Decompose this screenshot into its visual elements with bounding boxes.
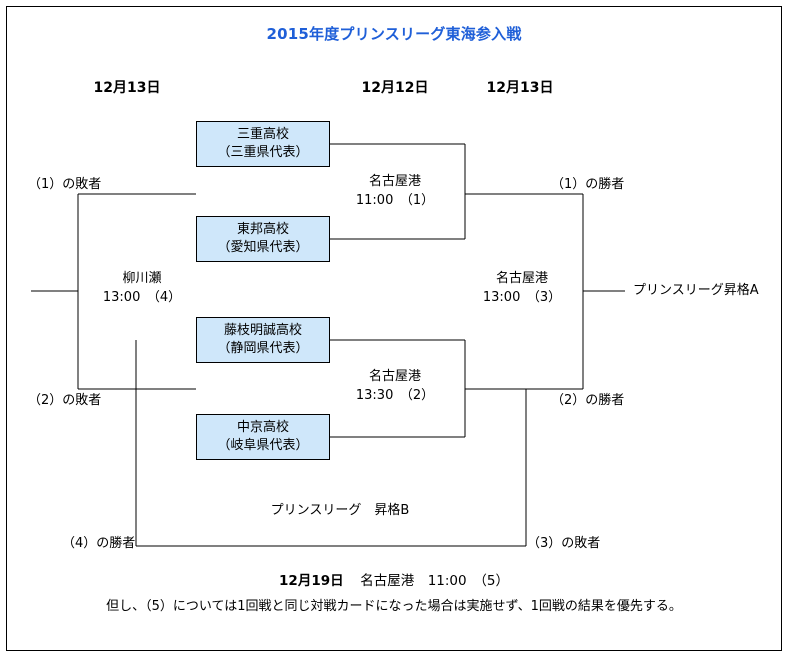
team-box-mie[interactable]: 三重高校 （三重県代表） bbox=[196, 121, 330, 167]
date-header-right: 12月13日 bbox=[486, 80, 554, 96]
match-venue: 名古屋港 bbox=[368, 174, 421, 189]
page-border bbox=[6, 6, 782, 651]
team-name: 東邦高校 bbox=[236, 222, 289, 238]
label-loser-of-1: （1）の敗者 bbox=[28, 177, 102, 192]
team-region: （愛知県代表） bbox=[217, 240, 309, 255]
page-title: 2015年度プリンスリーグ東海参入戦 bbox=[266, 25, 522, 43]
match-time: 13:00 （4） bbox=[102, 289, 182, 305]
match-label-3-final: 名古屋港 13:00 （3） bbox=[462, 270, 582, 308]
match-label-1: 名古屋港 11:00 （1） bbox=[335, 173, 455, 211]
match-venue: 名古屋港 bbox=[368, 369, 421, 384]
label-winner-of-4: （4）の勝者 bbox=[62, 536, 136, 551]
date-header-left: 12月13日 bbox=[93, 80, 161, 96]
label-loser-of-2: （2）の敗者 bbox=[28, 393, 102, 408]
footer-detail: 名古屋港 11:00 （5） bbox=[360, 573, 509, 589]
footer-date: 12月19日 bbox=[279, 573, 344, 589]
team-box-chukyo[interactable]: 中京高校 （岐阜県代表） bbox=[196, 414, 330, 460]
match-time: 13:00 （3） bbox=[482, 289, 562, 305]
label-winner-of-2: （2）の勝者 bbox=[551, 393, 625, 408]
footer-match-5: 12月19日 名古屋港 11:00 （5） bbox=[0, 573, 788, 590]
match-venue: 名古屋港 bbox=[495, 271, 548, 286]
label-promotion-a: プリンスリーグ昇格A bbox=[633, 283, 759, 298]
team-region: （三重県代表） bbox=[217, 145, 309, 160]
team-box-fujieda-meisei[interactable]: 藤枝明誠高校 （静岡県代表） bbox=[196, 317, 330, 363]
label-promotion-b: プリンスリーグ 昇格B bbox=[270, 503, 410, 518]
label-winner-of-1: （1）の勝者 bbox=[551, 177, 625, 192]
date-header-middle: 12月12日 bbox=[361, 80, 429, 96]
match-venue: 柳川瀬 bbox=[122, 271, 162, 286]
team-box-toho[interactable]: 東邦高校 （愛知県代表） bbox=[196, 216, 330, 262]
label-loser-of-3: （3）の敗者 bbox=[527, 536, 601, 551]
match-label-4-consolation: 柳川瀬 13:00 （4） bbox=[82, 270, 202, 308]
footer-note: 但し、（5）については1回戦と同じ対戦カードになった場合は実施せず、1回戦の結果… bbox=[106, 599, 682, 614]
team-name: 中京高校 bbox=[236, 420, 289, 436]
team-name: 藤枝明誠高校 bbox=[223, 323, 302, 339]
team-region: （岐阜県代表） bbox=[217, 438, 309, 453]
match-time: 13:30 （2） bbox=[355, 387, 435, 403]
team-name: 三重高校 bbox=[236, 127, 289, 143]
match-time: 11:00 （1） bbox=[355, 192, 435, 208]
match-label-2: 名古屋港 13:30 （2） bbox=[335, 368, 455, 406]
team-region: （静岡県代表） bbox=[217, 341, 309, 356]
